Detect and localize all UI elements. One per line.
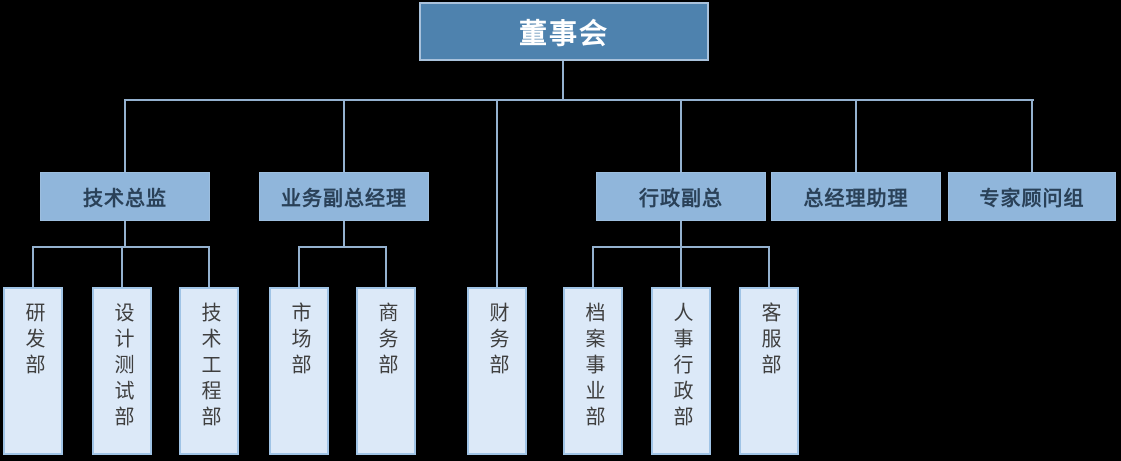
org-node-archives-dept[interactable]: 档案事业部 [563, 287, 623, 455]
connector-drop-hr-admin-dept [680, 246, 682, 288]
connector-drop-design-testing-dept [121, 246, 123, 288]
org-node-label: 技术工程部 [198, 302, 220, 432]
org-node-label: 财务部 [486, 302, 508, 380]
org-node-gm-assistant[interactable]: 总经理助理 [771, 172, 941, 221]
org-node-finance-dept[interactable]: 财务部 [467, 287, 527, 455]
connector-drop-archives-dept [592, 246, 594, 288]
connector-drop-admin-deputy [680, 99, 682, 173]
org-node-business-deputy-gm[interactable]: 业务副总经理 [259, 172, 429, 221]
connector-main-horizontal [124, 99, 1034, 101]
connector-tech-stub [124, 221, 126, 248]
connector-root-drop [562, 61, 564, 101]
org-node-tech-director[interactable]: 技术总监 [40, 172, 210, 221]
org-node-rd-dept[interactable]: 研发部 [3, 287, 63, 455]
connector-drop-tech-engineering-dept [208, 246, 210, 288]
connector-business-stub [343, 221, 345, 248]
org-node-marketing-dept[interactable]: 市场部 [269, 287, 329, 455]
org-node-expert-advisory-group[interactable]: 专家顾问组 [948, 172, 1116, 221]
org-node-admin-deputy-gm[interactable]: 行政副总 [596, 172, 766, 221]
connector-admin-stub [680, 221, 682, 248]
org-node-label: 档案事业部 [582, 302, 604, 432]
org-node-commerce-dept[interactable]: 商务部 [356, 287, 416, 455]
org-node-board[interactable]: 董事会 [419, 2, 709, 61]
connector-drop-business-deputy [343, 99, 345, 173]
connector-drop-commerce-dept [385, 246, 387, 288]
org-node-label: 人事行政部 [670, 302, 692, 432]
connector-drop-gm-assistant [855, 99, 857, 173]
connector-drop-customer-service-dept [768, 246, 770, 288]
org-node-label: 研发部 [22, 302, 44, 380]
connector-drop-expert-group [1031, 99, 1033, 173]
connector-drop-finance-dept [496, 99, 498, 288]
org-node-label: 设计测试部 [111, 302, 133, 432]
connector-drop-tech-director [124, 99, 126, 173]
org-node-label: 商务部 [375, 302, 397, 380]
org-node-customer-service-dept[interactable]: 客服部 [739, 287, 799, 455]
connector-drop-rd-dept [32, 246, 34, 288]
connector-drop-marketing-dept [298, 246, 300, 288]
org-node-design-testing-dept[interactable]: 设计测试部 [92, 287, 152, 455]
org-node-tech-engineering-dept[interactable]: 技术工程部 [179, 287, 239, 455]
org-node-hr-admin-dept[interactable]: 人事行政部 [651, 287, 711, 455]
connector-business-horizontal [298, 246, 387, 248]
org-node-label: 市场部 [288, 302, 310, 380]
org-node-label: 客服部 [758, 302, 780, 380]
